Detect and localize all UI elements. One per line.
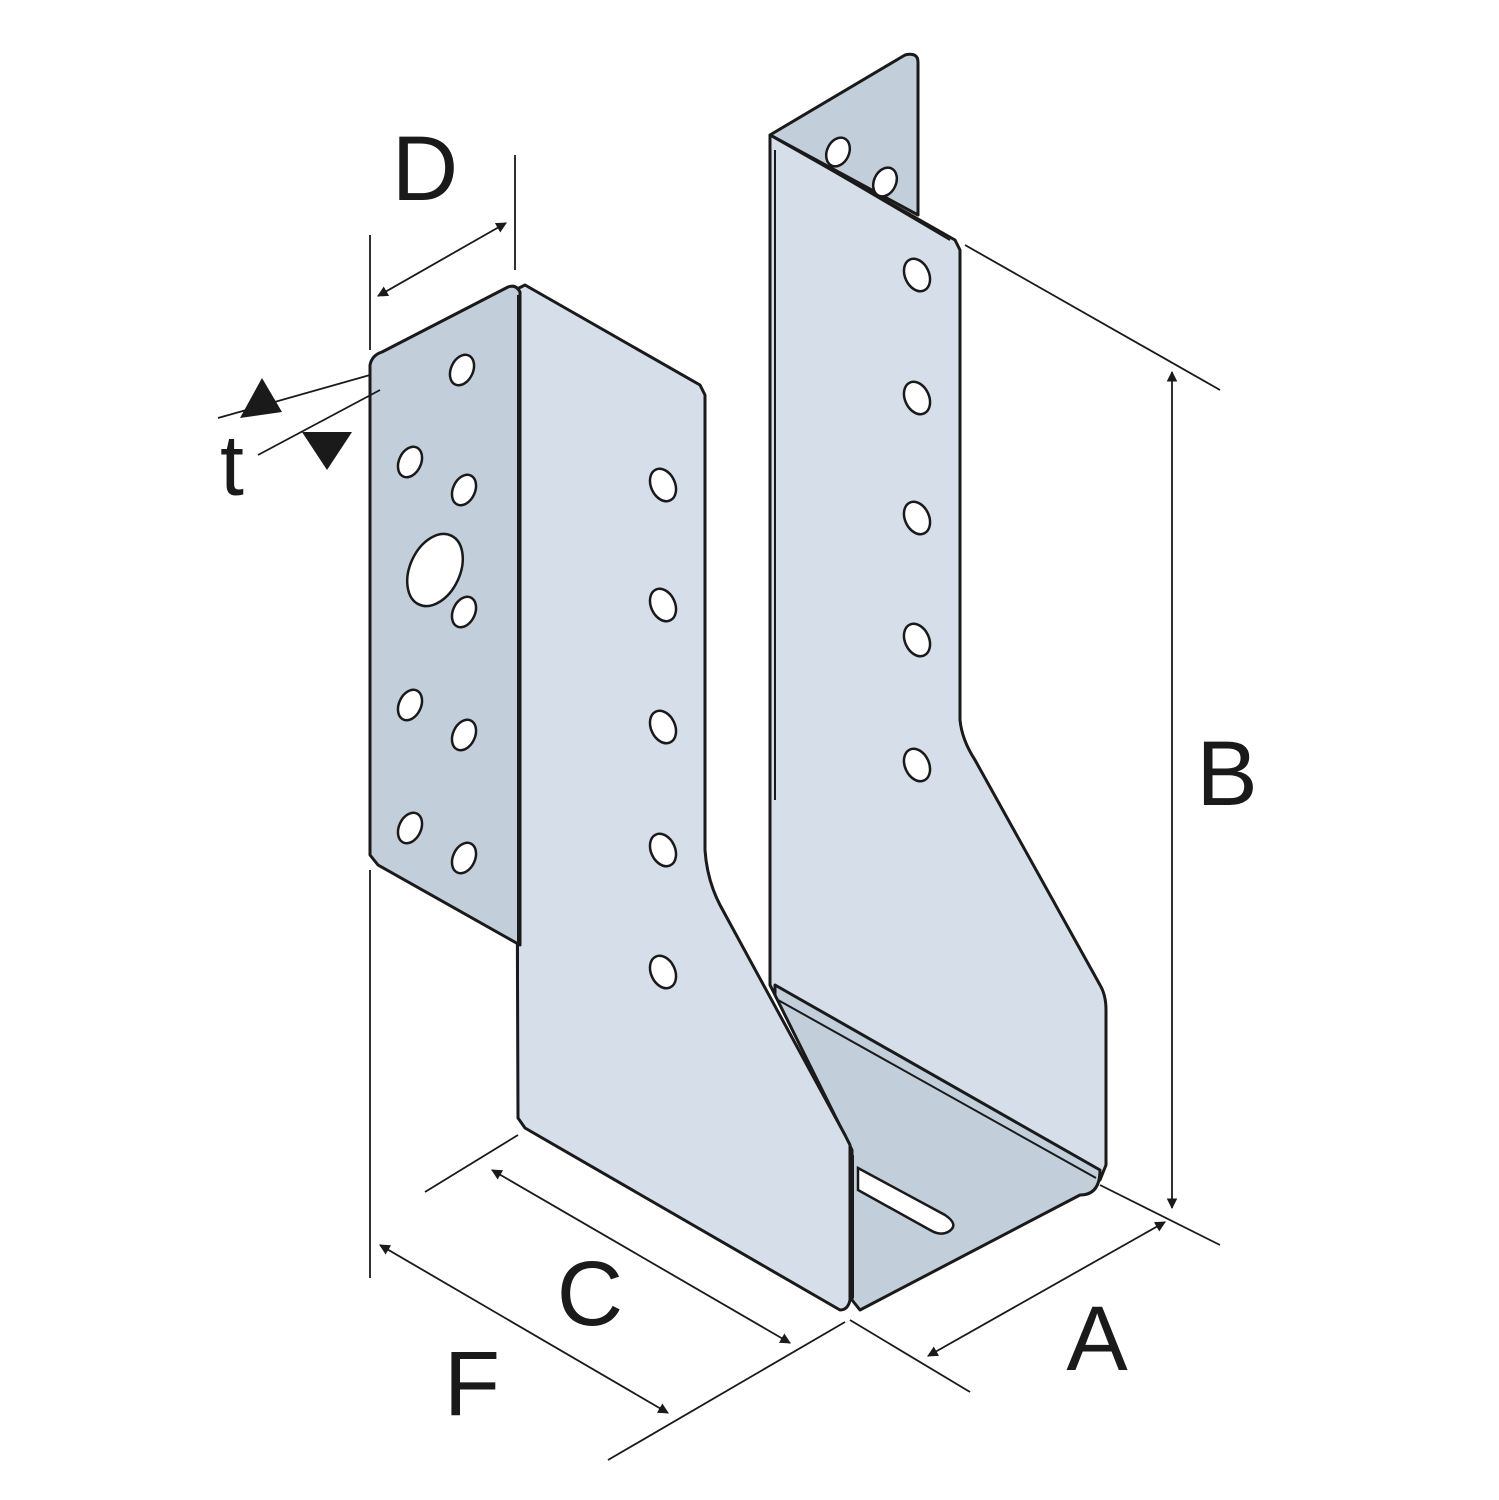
hole [648,954,678,990]
label-b: B [1196,723,1257,825]
dim-t-line-bottom [257,389,381,456]
hole [648,467,678,503]
dim-b-extension-bottom [1099,1184,1221,1246]
hole [648,709,678,745]
dim-b-extension-top [964,244,1221,391]
dim-t-line-top [217,374,371,419]
label-t: t [220,418,244,514]
left-flange [368,284,522,947]
dim-f-arrow [379,1244,669,1414]
hole [871,166,899,198]
dimension-lines [217,155,1221,1461]
large-hole [405,532,465,608]
hole [902,257,932,293]
label-f: F [444,1333,500,1435]
hole [396,811,424,845]
right-side-plate [768,133,1108,1182]
hole [902,500,932,536]
hole [450,718,478,752]
t-arrow-down [302,432,352,470]
label-d: D [392,118,458,220]
hole [902,380,932,416]
hole [450,841,478,875]
hanger-body [368,52,1108,1312]
hole [902,747,932,783]
fastener-holes [396,136,932,990]
hole [648,832,678,868]
hole [902,622,932,658]
hole [396,688,424,722]
dim-a-arrow [927,1221,1166,1357]
dim-a-extension [849,1319,971,1393]
hole [450,595,478,629]
hole [824,136,852,168]
hole [450,473,478,507]
hole [648,587,678,623]
label-a: A [1066,1288,1128,1390]
hole [396,445,424,479]
dim-d-arrow [377,222,507,297]
front-side-plate [513,283,852,1312]
dim-c-extension [424,1134,519,1193]
dim-f-extension-right [607,1321,846,1461]
label-c: C [557,1243,623,1345]
t-arrow-up [240,378,282,418]
hole [448,353,476,387]
